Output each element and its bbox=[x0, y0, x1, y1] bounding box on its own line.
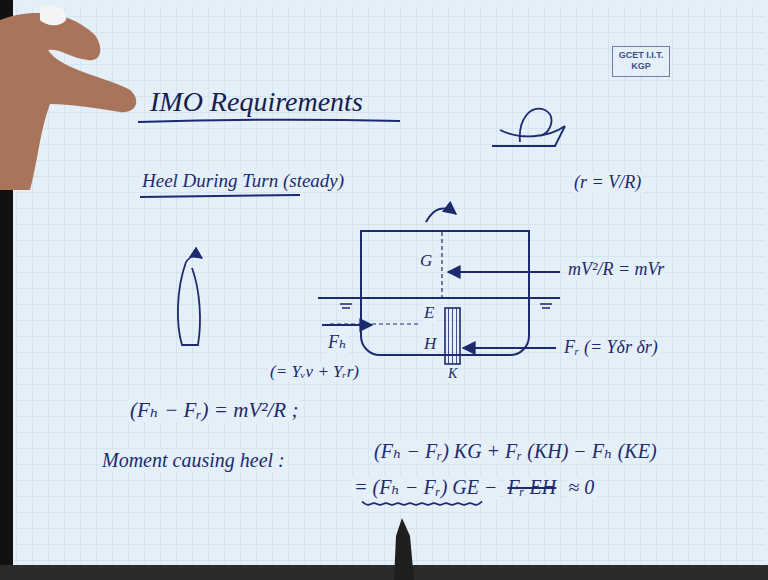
sketch-stroke bbox=[463, 347, 556, 349]
sketch-stroke bbox=[362, 502, 482, 505]
sketch-stroke bbox=[186, 256, 202, 262]
sketch-stroke bbox=[0, 565, 768, 580]
point-label: E bbox=[422, 304, 436, 323]
point-label: K bbox=[446, 366, 459, 382]
logo-box: GCET I.I.T. KGP bbox=[612, 46, 670, 77]
point-label: H bbox=[422, 335, 438, 354]
force-formula: (= Yᵥv + Yᵣr) bbox=[268, 362, 361, 382]
sketch-stroke bbox=[426, 209, 456, 222]
point-label: G bbox=[418, 252, 434, 271]
sketch-stroke bbox=[362, 502, 482, 505]
equation: = (Fₕ − Fᵣ) GE − bbox=[352, 476, 499, 499]
section-heading: Heel During Turn (steady) bbox=[140, 170, 346, 192]
equation: ≈ 0 bbox=[566, 476, 596, 499]
sketch-stroke bbox=[40, 6, 66, 26]
sketch-stroke bbox=[138, 120, 400, 122]
force-label: Fᵣ (= Yδr δr) bbox=[562, 337, 660, 358]
struck-term: Fᵣ EH bbox=[505, 476, 558, 499]
sketch-stroke bbox=[492, 109, 565, 146]
sketch-stroke bbox=[448, 271, 560, 273]
sketch-stroke bbox=[322, 324, 372, 326]
sketch-stroke bbox=[318, 297, 560, 299]
hull-section: G EH bbox=[360, 230, 530, 356]
sheet-title: IMO Requirements bbox=[150, 86, 363, 118]
equation: (Fₕ − Fᵣ) KG + Fᵣ (KH) − Fₕ (KE) bbox=[372, 440, 659, 463]
sketch-stroke bbox=[0, 13, 136, 190]
equation: (Fₕ − Fᵣ) = mV²/R ; bbox=[128, 398, 300, 422]
sketch-stroke bbox=[441, 232, 442, 300]
sketch-stroke bbox=[140, 195, 300, 197]
relation-note: (r = V/R) bbox=[572, 172, 643, 193]
sketch-stroke bbox=[394, 518, 414, 580]
force-label: Fₕ bbox=[326, 332, 349, 353]
logo-text: GCET I.I.T. KGP bbox=[617, 50, 665, 73]
equation-heading: Moment causing heel : bbox=[100, 449, 287, 472]
force-label: mV²/R = mVr bbox=[566, 259, 666, 280]
sketch-stroke bbox=[178, 262, 200, 345]
